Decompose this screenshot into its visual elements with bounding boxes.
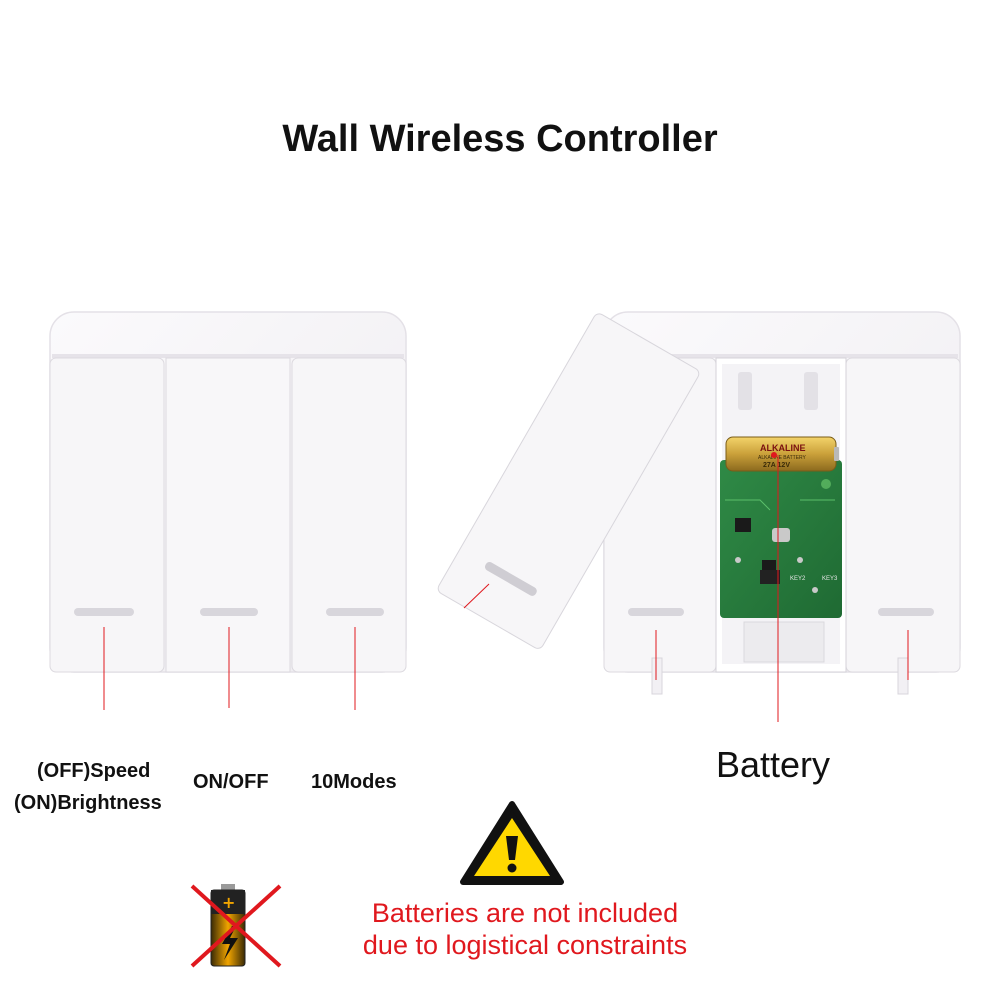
on-off-button[interactable] [165,357,291,673]
right-controller: KEY2 KEY3 ALKALINE ALKALINE BATTERY 27A … [603,311,961,695]
left-controller [49,311,407,673]
page-title: Wall Wireless Controller [282,118,718,160]
speed-brightness-button[interactable] [49,357,165,673]
battery-type-print: ALKALINE BATTERY [758,455,807,461]
warning-line-1: Batteries are not included [371,898,679,928]
label-brightness-on: (ON)Brightness [14,792,162,814]
label-speed-off: (OFF)Speed [37,760,151,782]
warning-triangle-icon [460,801,564,885]
label-battery: Battery [716,744,831,785]
circuit-board: KEY2 KEY3 [720,460,842,618]
no-battery-icon: + [190,884,282,968]
pcb-key3-label: KEY3 [822,576,838,582]
modes-button[interactable] [291,357,407,673]
right-key-button[interactable] [845,357,961,673]
svg-text:+: + [222,893,235,912]
alkaline-battery: ALKALINE ALKALINE BATTERY 27A 12V [725,436,839,472]
warning-line-2: due to logistical constraints [362,930,688,960]
battery-brand-print: ALKALINE [760,443,806,453]
label-10-modes: 10Modes [311,771,397,793]
battery-model-print: 27A 12V [763,462,790,469]
pcb-key2-label: KEY2 [790,576,806,582]
label-on-off: ON/OFF [193,771,269,793]
battery-cover-panel[interactable] [436,312,701,651]
pointer-line-cover [463,583,490,609]
